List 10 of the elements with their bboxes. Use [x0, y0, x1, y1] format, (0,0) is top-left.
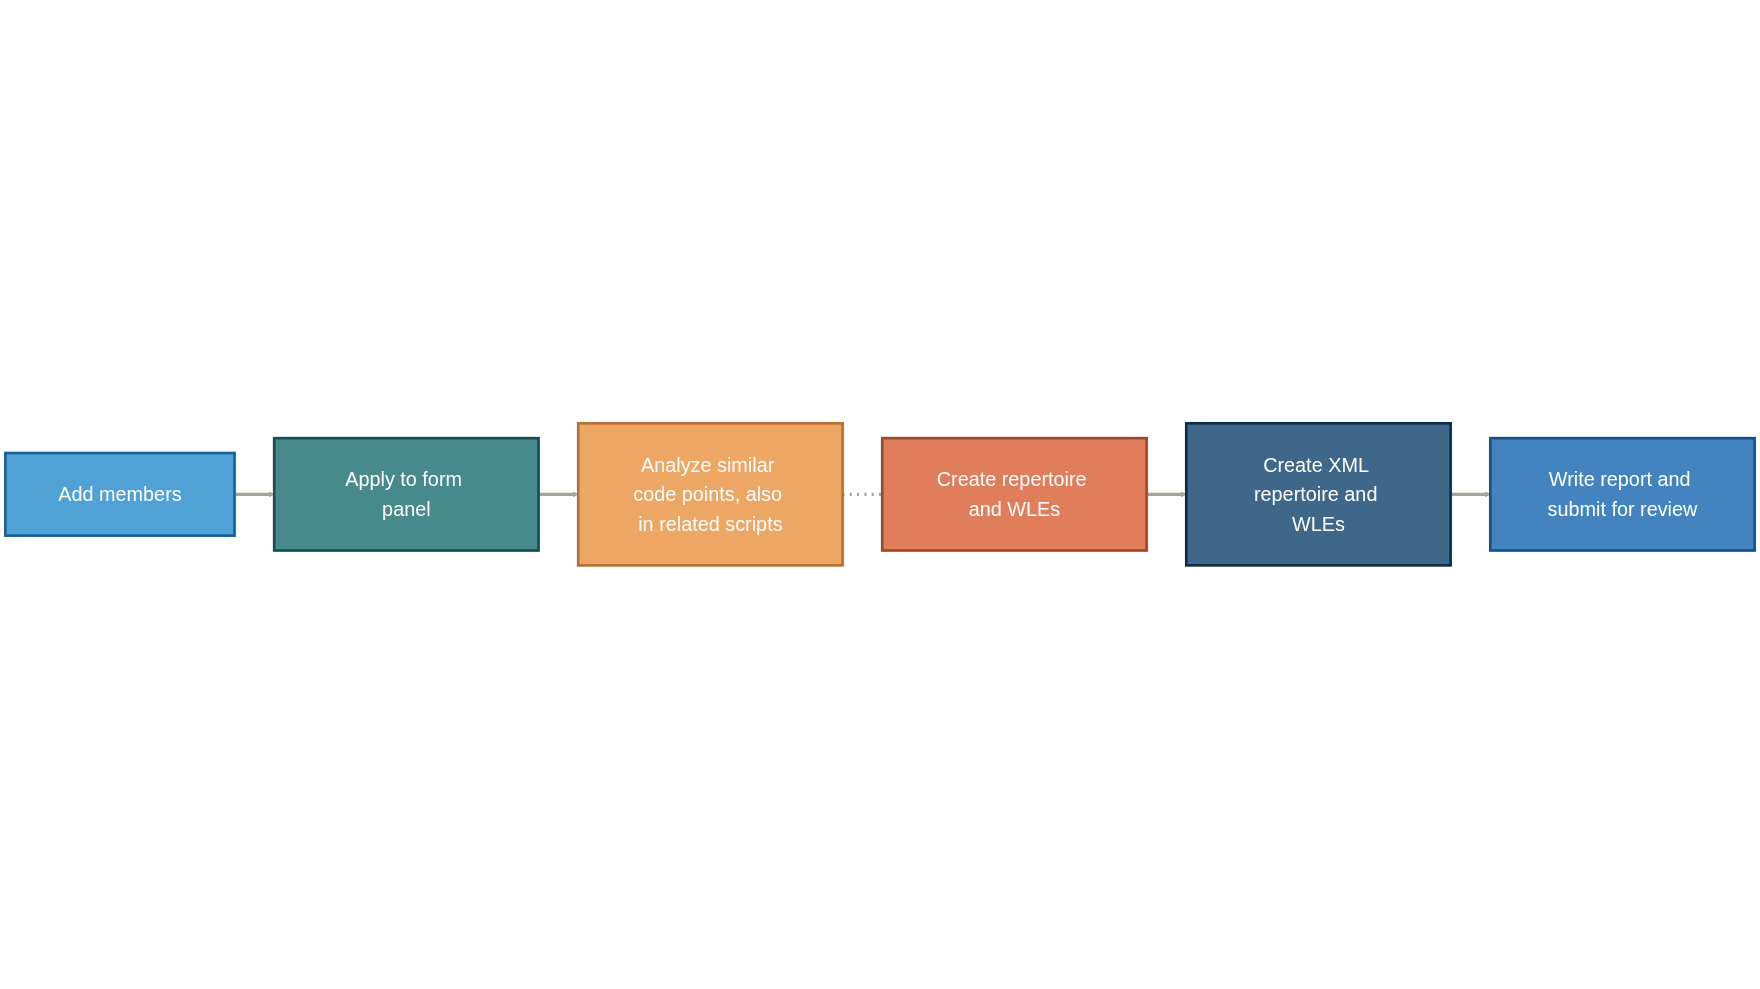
node-box: Create XML repertoire and WLEs — [1184, 422, 1452, 567]
node-box: Create repertoire and WLEs — [880, 437, 1148, 552]
node-box: Analyze similar code points, also in related scripts — [576, 422, 844, 567]
arrow — [538, 491, 579, 498]
node-box: Write report and submit for review — [1488, 437, 1756, 552]
arrow — [234, 491, 275, 498]
node-box: Add members — [4, 451, 236, 538]
node-box: Apply to form panel — [272, 437, 540, 552]
arrow — [1146, 491, 1187, 498]
arrow — [1450, 491, 1491, 498]
